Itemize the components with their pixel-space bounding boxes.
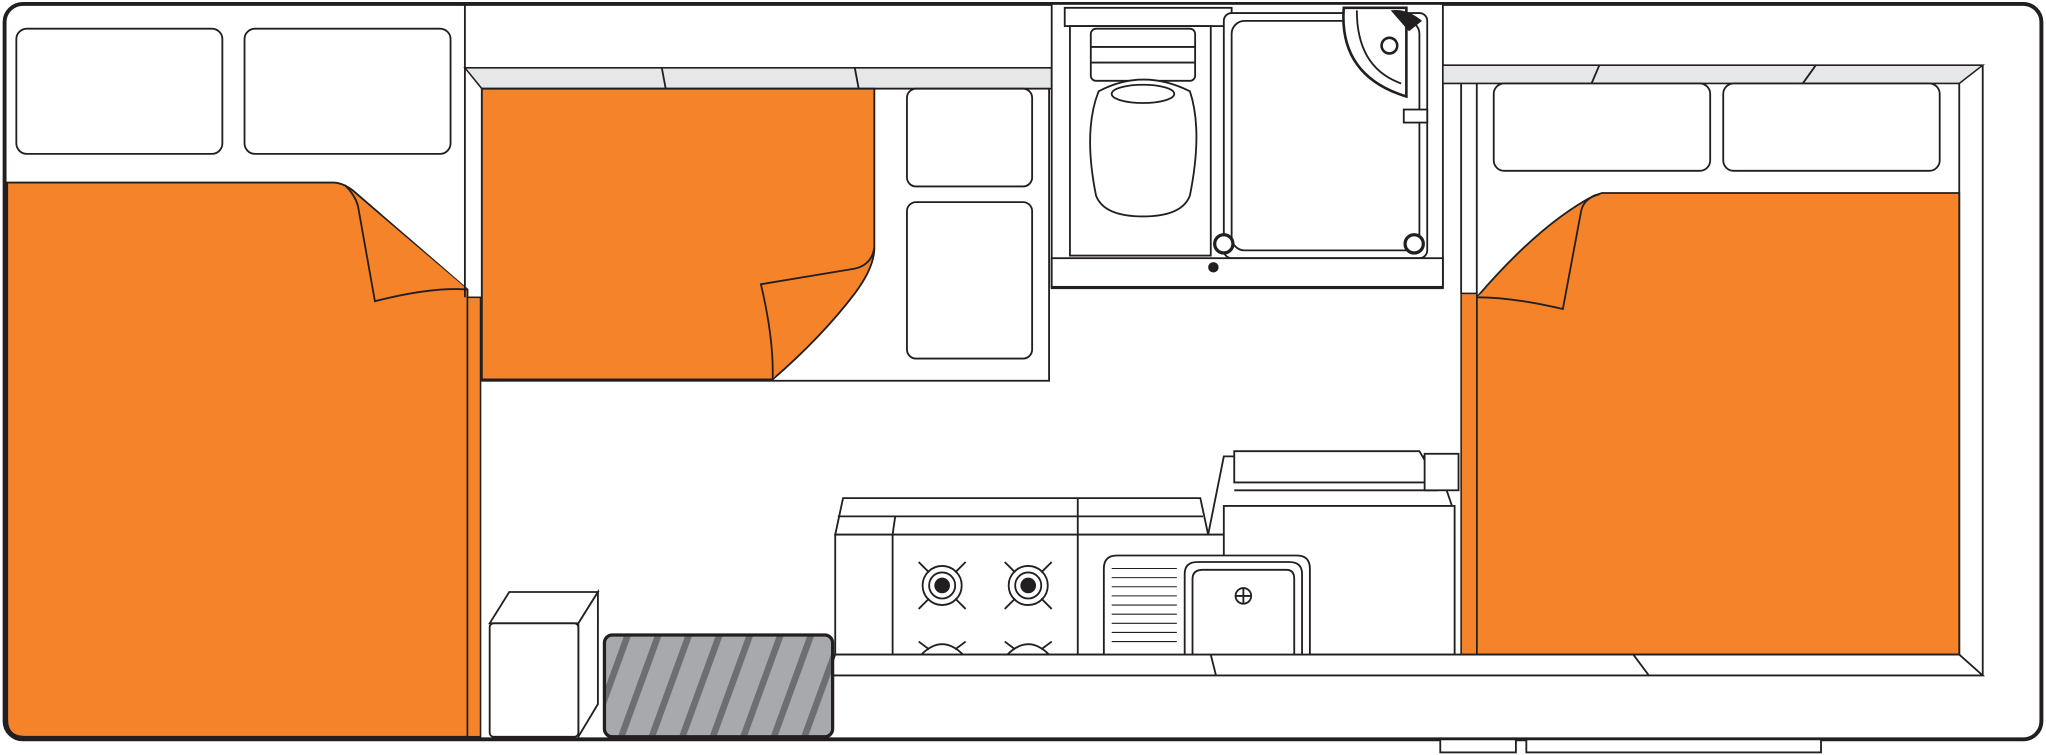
bathroom — [1050, 2, 1444, 290]
toilet-icon — [1089, 78, 1198, 218]
bed-side-strip — [1460, 292, 1478, 656]
cushion — [906, 201, 1034, 360]
bench-seam — [853, 67, 860, 89]
drain-icon — [1403, 233, 1425, 255]
bench-seam — [1590, 64, 1601, 84]
middle-bed — [480, 87, 876, 381]
fridge — [488, 588, 600, 741]
entry-step — [1439, 738, 1517, 754]
toilet-tank — [1089, 27, 1197, 82]
bench-seam — [1802, 64, 1817, 84]
cutting-board — [1233, 450, 1440, 484]
bed-fold — [344, 184, 468, 303]
bench-seam — [660, 67, 667, 89]
cushion — [1492, 82, 1712, 172]
tap-icon — [1380, 36, 1399, 55]
bench-strip — [1442, 64, 1986, 85]
bench-strip — [463, 67, 1053, 90]
bed-fold — [759, 247, 876, 380]
rear-right-bed — [1460, 192, 1961, 656]
stove-burners — [918, 561, 1053, 656]
kitchen-counter — [834, 450, 1460, 656]
cushion — [906, 87, 1034, 188]
cushion — [15, 27, 224, 155]
cushion — [1722, 82, 1941, 172]
bed-side-strip — [466, 296, 482, 738]
lower-bench-strip — [826, 653, 1986, 677]
cushion — [243, 27, 452, 155]
bed-fold — [1476, 193, 1600, 311]
drain-icon — [1213, 233, 1235, 255]
entry-mat — [602, 633, 835, 739]
rear-left-bed — [6, 181, 482, 738]
sink — [1102, 554, 1311, 655]
entry-step — [1525, 738, 1822, 754]
